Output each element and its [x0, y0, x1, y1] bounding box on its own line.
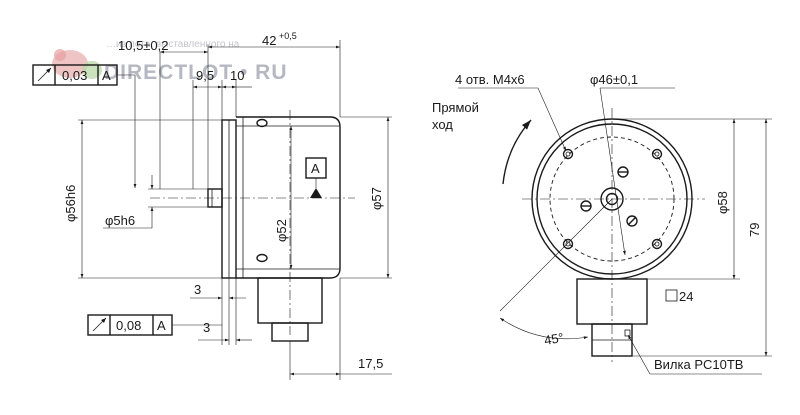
dim-3-lower: 3 — [203, 320, 210, 335]
dim-connector: 17,5 — [358, 356, 383, 371]
rotation-label-2: ход — [432, 117, 453, 132]
front-shaft — [605, 192, 619, 206]
tol-bottom-value: 0,08 — [116, 318, 141, 333]
dim-total-length: 42 — [262, 33, 276, 48]
dim-3-upper: 3 — [194, 282, 201, 297]
dim-shaft-dia: φ5h6 — [105, 213, 135, 228]
front-view: Прямой ход 4 отв. M4x6 φ46±0,1 φ58 79 24… — [432, 72, 772, 375]
dim-angle: 45° — [543, 330, 565, 348]
watermark-subtext: …из лота, выставленного на — [106, 39, 240, 50]
tolerance-frame-top: 0,03 A — [32, 64, 137, 188]
tol-top-datum: A — [102, 68, 111, 83]
holes-label: 4 отв. M4x6 — [455, 72, 525, 87]
front-body-inner — [536, 123, 688, 275]
body-screw-bottom — [256, 253, 268, 263]
encoder-body — [236, 116, 341, 279]
dim-9-5: 9,5 — [196, 68, 214, 83]
dim-total-length-tol: +0,5 — [279, 31, 297, 41]
dim-front-dia: φ58 — [715, 191, 730, 214]
dim-square: 24 — [679, 289, 693, 304]
threaded-holes — [562, 148, 663, 250]
pcd-label: φ46±0,1 — [590, 72, 638, 87]
angle-arc — [499, 317, 589, 340]
dim-flange-dia: φ56h6 — [63, 185, 78, 222]
tol-top-value: 0,03 — [62, 68, 87, 83]
front-shaft-collar — [600, 187, 624, 211]
tol-bottom-datum: A — [157, 318, 166, 333]
datum-triangle-icon — [310, 188, 322, 198]
square-symbol-icon — [665, 289, 678, 302]
pcd-circle — [549, 136, 675, 262]
dim-inner-dia: φ52 — [274, 219, 289, 242]
shaft — [207, 188, 223, 208]
dim-10: 10 — [230, 68, 244, 83]
body-screw-top — [256, 118, 268, 128]
tolerance-frame-bottom: 0,08 A — [87, 314, 222, 336]
rotation-arrow-icon — [502, 119, 532, 185]
watermark: …из лота, выставленного на DIRECTLOT • R… — [52, 39, 288, 84]
side-view: A 0,03 A 0,08 A φ56h6 — [32, 31, 392, 380]
datum-a-label: A — [311, 161, 320, 176]
screws — [580, 166, 638, 227]
connector-label: Вилка PC10TB — [654, 357, 743, 372]
watermark-text: DIRECTLOT • RU — [104, 61, 288, 84]
dim-shaft-offset: 10,5±0,2 — [118, 38, 169, 53]
dim-height: 79 — [747, 223, 762, 237]
dim-body-dia: φ57 — [369, 187, 384, 210]
rotation-label-1: Прямой — [432, 100, 479, 115]
